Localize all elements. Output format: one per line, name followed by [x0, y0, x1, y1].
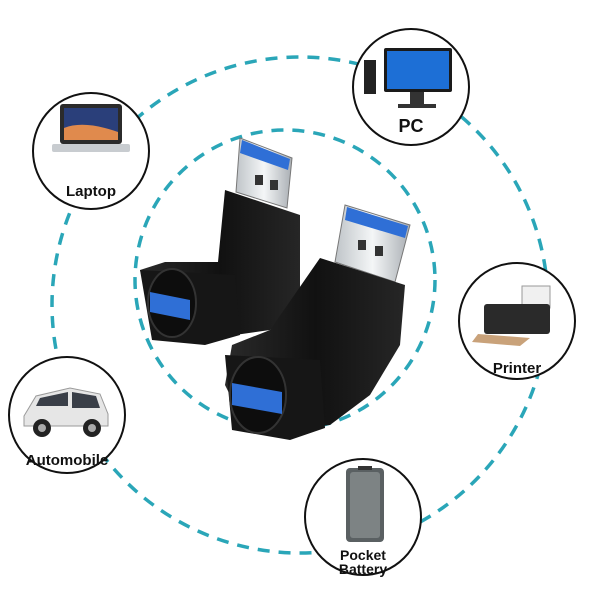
printer-icon [472, 285, 551, 346]
device-pocket-battery: Pocket Battery [304, 458, 422, 577]
device-printer: Printer [458, 262, 576, 380]
device-laptop: Laptop [32, 92, 150, 210]
device-pc: PC [352, 28, 470, 146]
device-label-line1: Pocket [340, 547, 386, 563]
laptop-icon [52, 104, 130, 152]
device-label: PC [398, 116, 424, 136]
device-label: Laptop [66, 183, 116, 200]
device-label-line2: Battery [338, 561, 388, 577]
device-label: Printer [492, 360, 542, 377]
minivan-icon [23, 387, 109, 437]
device-automobile: Automobile [8, 356, 126, 474]
desktop-computer-icon [364, 48, 452, 108]
adapter-left [140, 137, 300, 345]
device-label: Automobile [25, 452, 109, 469]
power-bank-icon [346, 466, 384, 542]
adapter-right [225, 204, 411, 440]
